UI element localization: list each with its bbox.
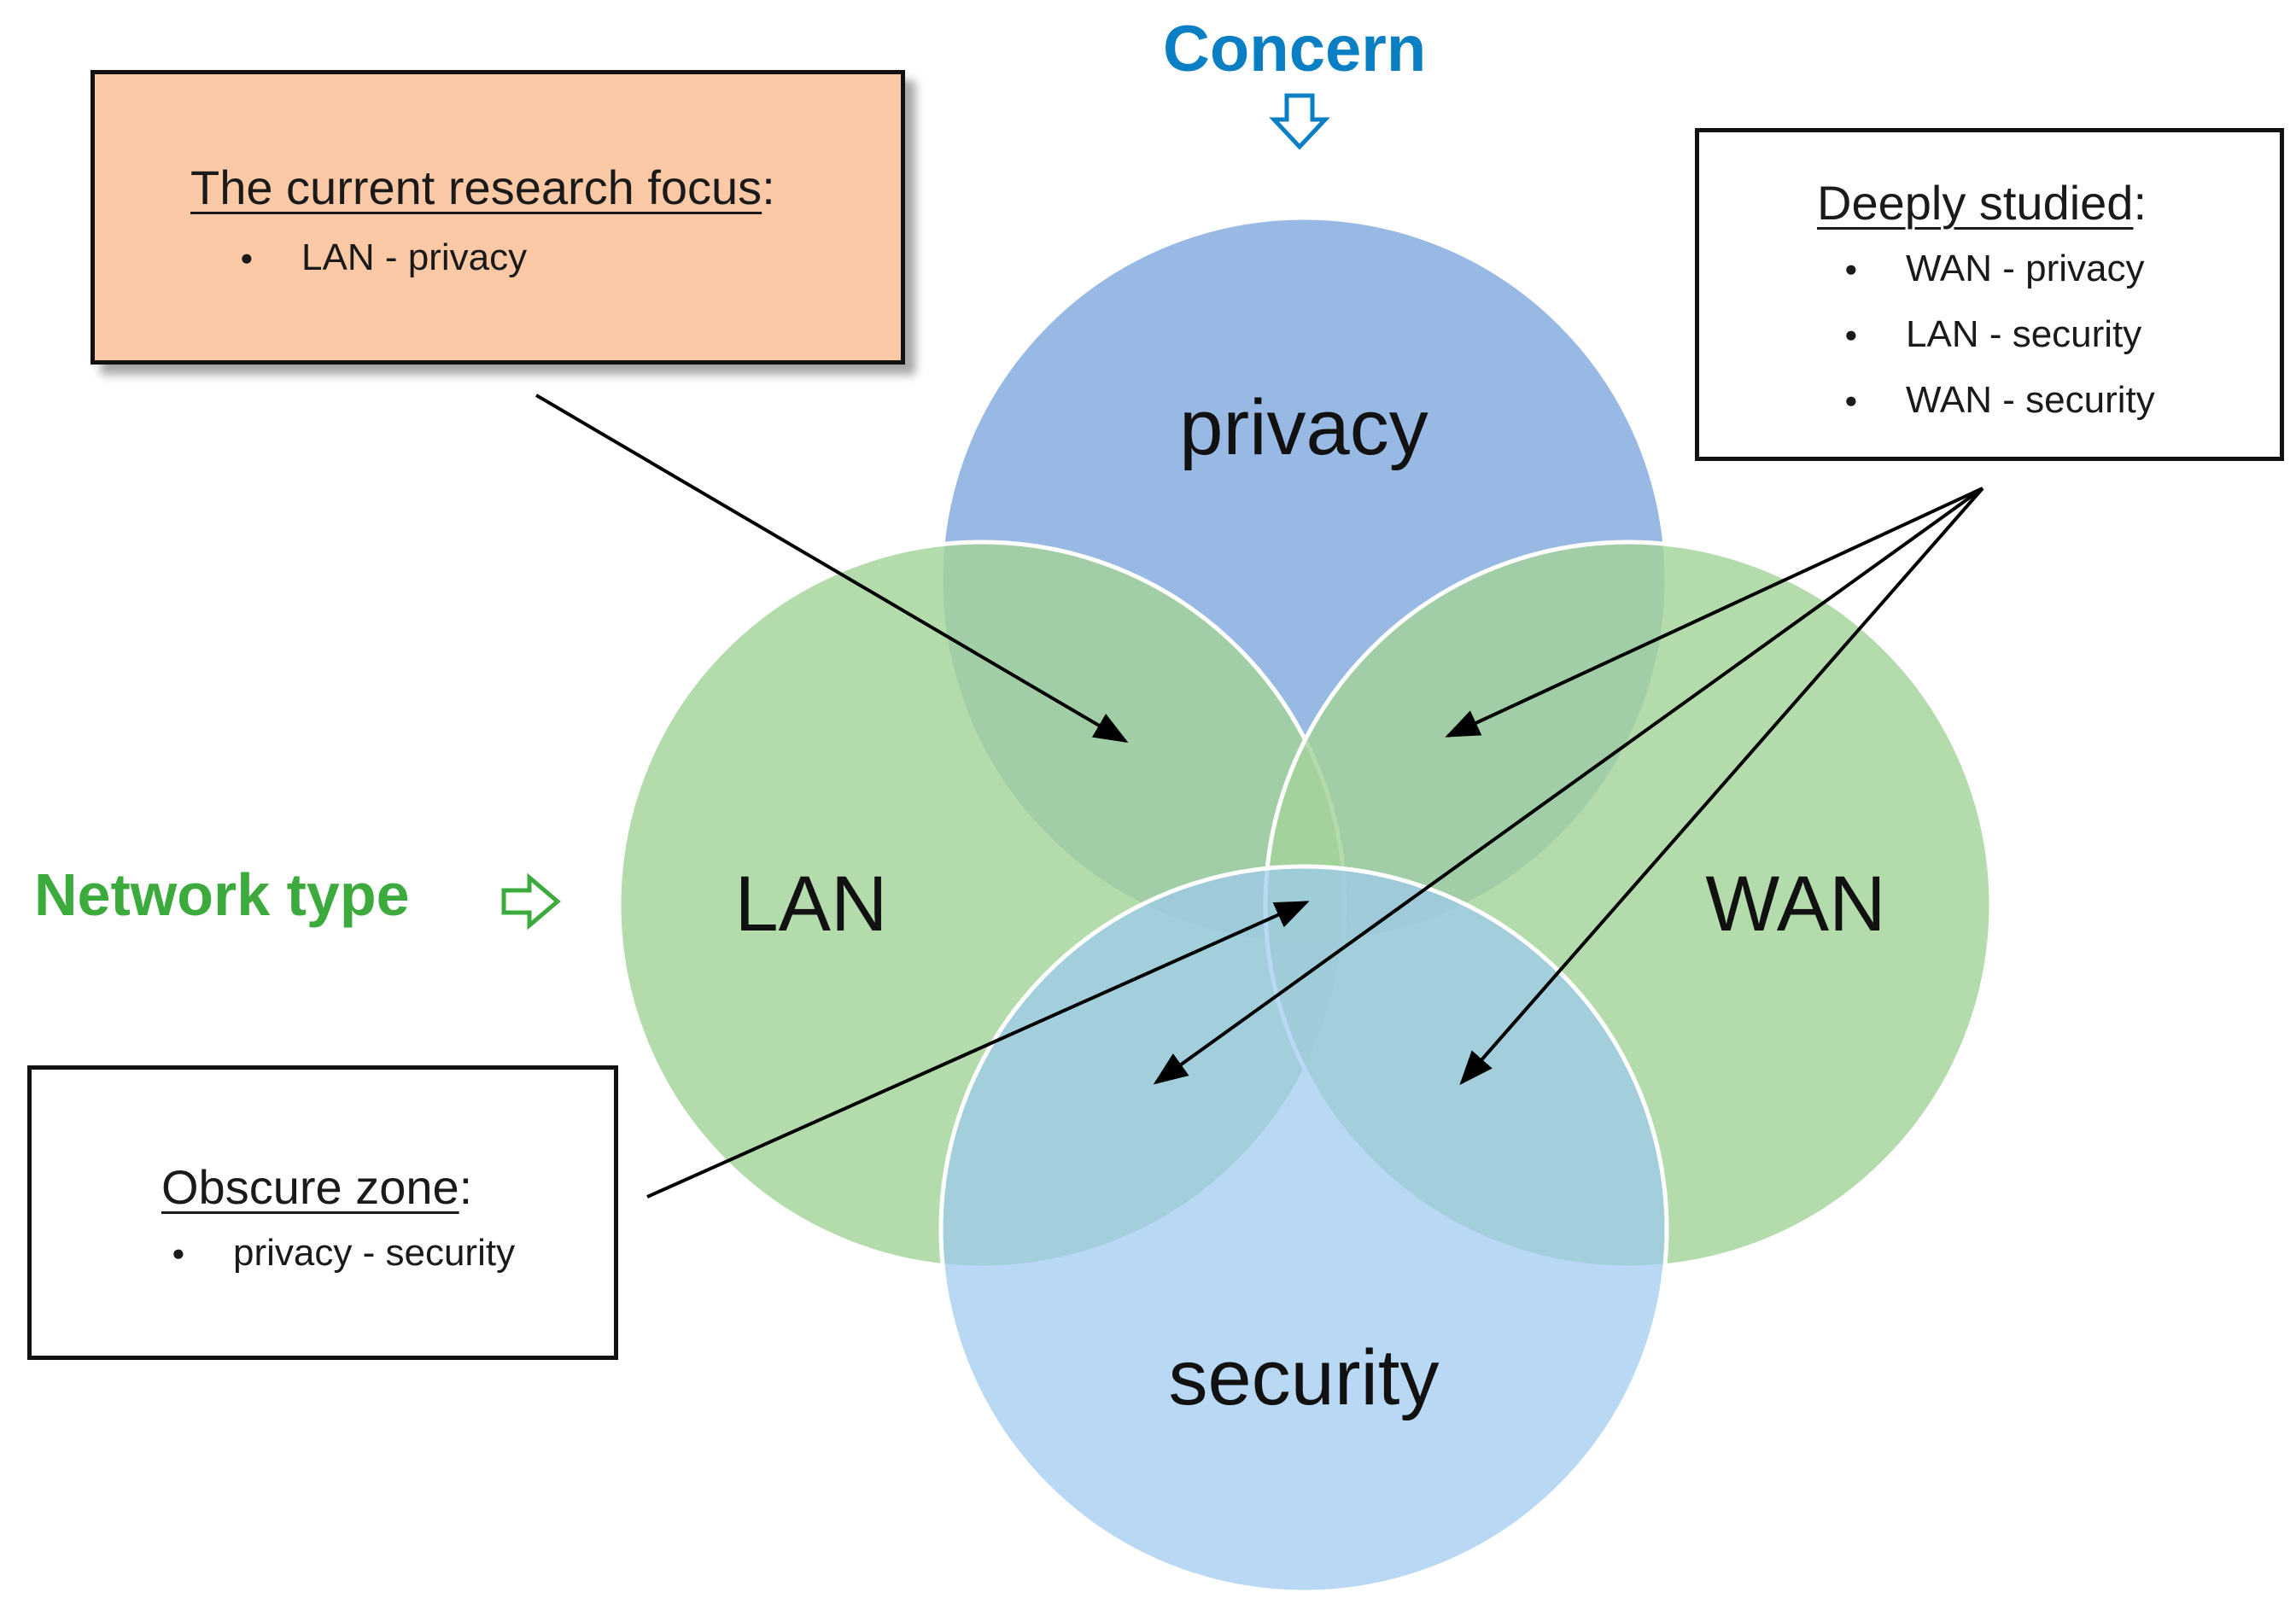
studied-pointer-arrow-wan-security <box>1459 487 1984 1086</box>
right-hollow-arrow-icon <box>501 872 561 931</box>
focus-pointer-arrow <box>535 394 1129 744</box>
research-focus-list: LAN - privacy <box>240 236 527 279</box>
research-focus-title: The current research focus <box>190 160 762 214</box>
wan-circle-label: WAN <box>1705 861 1885 948</box>
list-item: WAN - privacy <box>1844 248 2155 290</box>
security-circle <box>938 864 1669 1595</box>
list-item: LAN - security <box>1844 313 2155 356</box>
research-focus-box: The current research focus: LAN - privac… <box>91 70 905 365</box>
studied-pointer-arrow-lan-security <box>1153 487 1984 1085</box>
privacy-circle-label: privacy <box>1179 384 1428 471</box>
obscure-zone-list: privacy - security <box>172 1232 515 1275</box>
list-item: WAN - security <box>1844 379 2155 422</box>
list-item: LAN - privacy <box>240 236 527 279</box>
studied-pointer-arrow-wan-privacy <box>1445 487 1983 738</box>
list-item: privacy - security <box>172 1232 515 1275</box>
lan-circle-label: LAN <box>735 861 888 948</box>
down-hollow-arrow-icon <box>1269 93 1330 150</box>
network-type-label: Network type <box>34 861 410 928</box>
obscure-zone-box: Obscure zone: privacy - security <box>27 1065 618 1360</box>
concern-label: Concern <box>1163 13 1427 85</box>
deeply-studied-title: Deeply studied <box>1817 176 2134 230</box>
deeply-studied-list: WAN - privacy LAN - security WAN - secur… <box>1844 248 2155 422</box>
deeply-studied-box: Deeply studied: WAN - privacy LAN - secu… <box>1695 128 2284 461</box>
security-circle-label: security <box>1169 1334 1440 1421</box>
obscure-pointer-arrow <box>646 901 1310 1199</box>
obscure-zone-title: Obscure zone <box>161 1160 459 1214</box>
